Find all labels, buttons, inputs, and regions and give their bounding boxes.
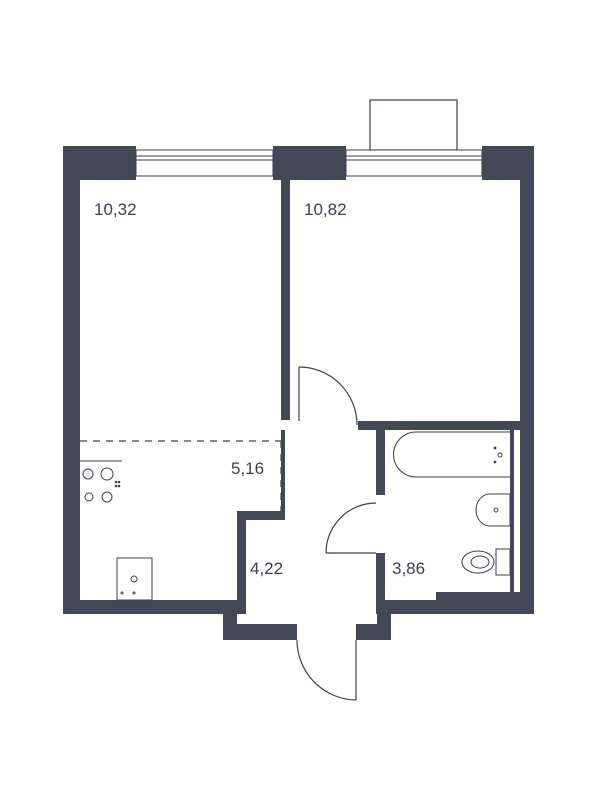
room-right-area: 10,82 (304, 200, 347, 219)
balcony (369, 99, 458, 151)
toilet-icon (461, 548, 511, 576)
washbasin-icon (475, 493, 511, 527)
room-left-area: 10,32 (94, 200, 137, 219)
sink-icon (116, 557, 153, 601)
bathroom-area: 3,86 (392, 559, 425, 578)
bathtub-icon (393, 431, 510, 478)
kitchen-area: 5,16 (231, 459, 264, 478)
window-right (345, 149, 483, 177)
windows (135, 149, 483, 177)
hall-area: 4,22 (250, 559, 283, 578)
doors (296, 366, 377, 701)
kitchen-zone-boundary (80, 440, 282, 511)
stove-icon (80, 460, 122, 503)
window-left (135, 149, 274, 177)
walls (63, 146, 534, 640)
